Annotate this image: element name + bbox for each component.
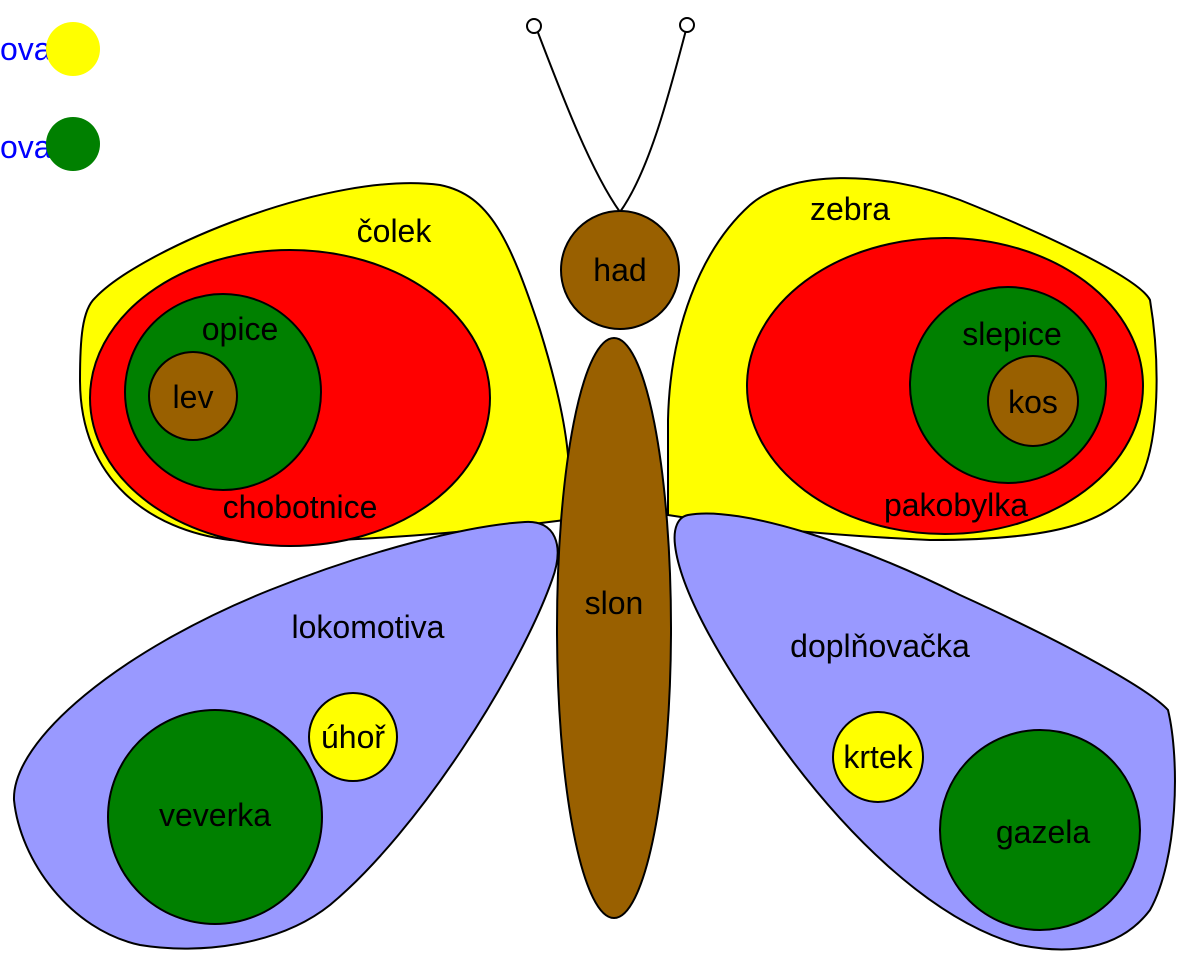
label-veverka: veverka: [159, 797, 271, 833]
label-chobotnice: chobotnice: [223, 489, 378, 525]
right-antenna: [620, 30, 686, 212]
label-colek: čolek: [357, 213, 433, 249]
label-slon: slon: [585, 585, 644, 621]
label-doplnovacka: doplňovačka: [790, 628, 970, 664]
label-krtek: krtek: [843, 739, 913, 775]
legend-label-yellow: ova: [0, 31, 52, 67]
label-slepice: slepice: [962, 316, 1062, 352]
legend-swatch-green: [46, 117, 100, 171]
label-kos: kos: [1008, 384, 1058, 420]
left-antenna-tip: [527, 19, 541, 33]
butterfly-body: [557, 338, 671, 918]
legend-swatch-yellow: [46, 22, 100, 76]
label-uhor: úhoř: [321, 719, 386, 755]
legend-label-green: ova: [0, 129, 52, 165]
label-had: had: [593, 252, 646, 288]
left-antenna: [537, 30, 620, 212]
label-zebra: zebra: [810, 191, 890, 227]
label-pakobylka: pakobylka: [884, 487, 1028, 523]
label-lev: lev: [173, 379, 214, 415]
label-gazela: gazela: [996, 814, 1091, 850]
label-opice: opice: [202, 311, 279, 347]
label-lokomotiva: lokomotiva: [292, 609, 445, 645]
right-antenna-tip: [680, 18, 694, 32]
